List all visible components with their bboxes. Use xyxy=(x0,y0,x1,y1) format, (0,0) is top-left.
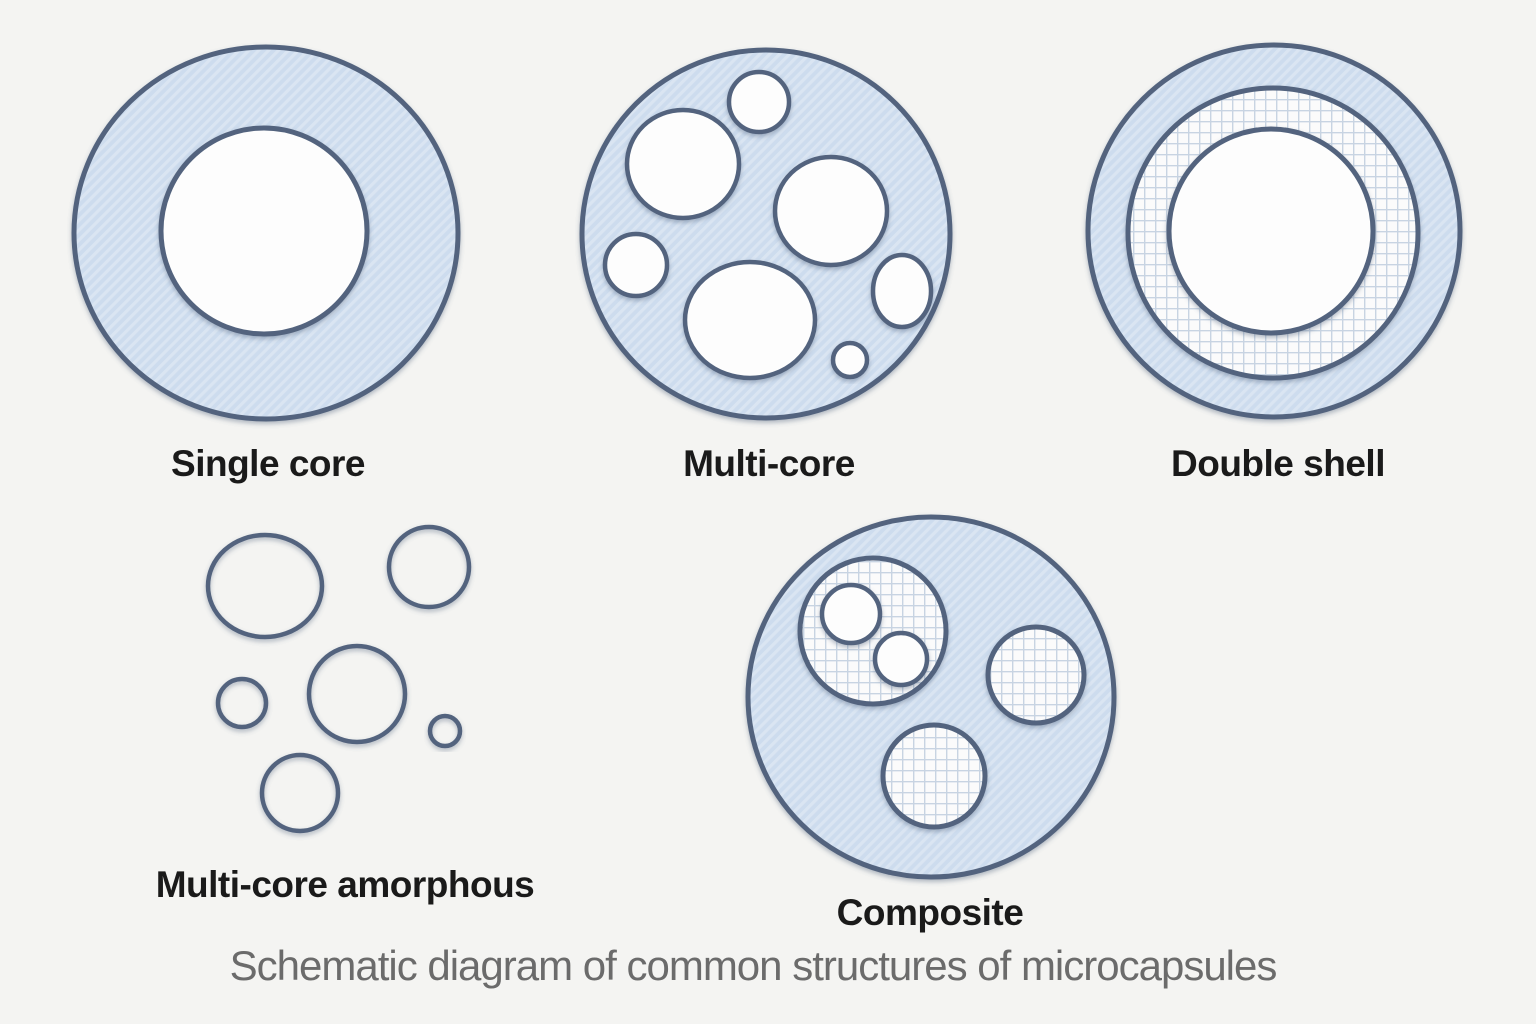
double-shell-diagram xyxy=(1085,42,1463,420)
multi-core-amorphous-core-6 xyxy=(259,752,341,834)
label-single-core: Single core xyxy=(171,443,365,484)
multi-core-diagram xyxy=(579,47,953,421)
double-shell-core xyxy=(1166,126,1376,336)
multi-core-core-6 xyxy=(870,252,934,330)
label-composite: Composite xyxy=(836,892,1024,933)
label-multi-core: Multi-core xyxy=(683,443,855,484)
multi-core-core-4 xyxy=(602,231,670,299)
label-multi-core-amorphous: Multi-core amorphous xyxy=(155,864,535,905)
multi-core-core-2 xyxy=(624,107,742,221)
composite-sub-core-2 xyxy=(872,630,930,688)
multi-core-amorphous-core-4 xyxy=(306,643,408,745)
multi-core-amorphous-diagram xyxy=(205,524,472,834)
composite-sub-core-1 xyxy=(819,582,883,646)
composite-grid-core-3 xyxy=(880,722,988,830)
multi-core-amorphous-core-5 xyxy=(427,713,463,749)
composite-diagram xyxy=(745,514,1117,880)
single-core-diagram xyxy=(71,44,461,422)
figure-caption: Schematic diagram of common structures o… xyxy=(229,942,1278,989)
multi-core-amorphous-core-3 xyxy=(215,676,269,730)
composite-grid-core-2 xyxy=(985,624,1087,726)
label-double-shell: Double shell xyxy=(1171,443,1385,484)
multi-core-amorphous-core-2 xyxy=(386,524,472,610)
multi-core-core-7 xyxy=(830,340,870,380)
single-core-core xyxy=(158,125,370,337)
multi-core-core-3 xyxy=(772,154,890,268)
multi-core-core-1 xyxy=(726,69,792,135)
multi-core-amorphous-core-1 xyxy=(205,532,325,640)
multi-core-core-5 xyxy=(682,259,818,381)
